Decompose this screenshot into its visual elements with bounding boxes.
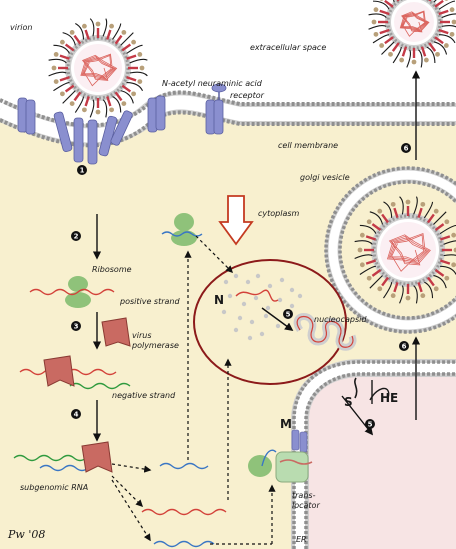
genomic-rna — [235, 289, 279, 302]
virion — [368, 0, 456, 68]
svg-text:1: 1 — [80, 167, 85, 175]
positive-strand-label: positive strand — [119, 297, 180, 306]
receptor-label: receptor — [230, 91, 265, 100]
nucleocapsid — [293, 313, 357, 351]
artist-signature: Pw '08 — [7, 528, 45, 541]
step-arrow — [261, 307, 294, 331]
er-label: ER — [296, 535, 307, 544]
ribosome — [65, 276, 91, 308]
step-badge: 5 — [365, 419, 375, 429]
virus-polymerase — [101, 317, 131, 347]
golgi-vesicle-virion — [354, 196, 456, 304]
cytoplasm-label: cytoplasm — [258, 209, 300, 218]
negative-strand-rna — [69, 382, 131, 390]
translocator-label-2: locator — [292, 501, 320, 510]
virus-polymerase — [43, 355, 75, 387]
receptor-protein — [205, 83, 227, 135]
svg-text:3: 3 — [74, 323, 79, 331]
svg-text:6: 6 — [404, 145, 409, 153]
he-protein — [369, 380, 390, 404]
ribosome-label: Ribosome — [92, 265, 132, 274]
step-badge: 4 — [71, 409, 81, 419]
n-protein-cloud — [221, 273, 303, 341]
m-protein-label: M — [280, 417, 292, 431]
s-protein — [354, 377, 358, 399]
step-badge: 3 — [71, 321, 81, 331]
receptor-protein — [147, 95, 166, 133]
svg-text:4: 4 — [74, 411, 79, 419]
golgi-vesicle-label: golgi vesicle — [300, 173, 350, 182]
virus-polymerase-label-2: polymerase — [131, 341, 179, 350]
neuraminic-acid-label: N-acetyl neuraminic acid — [162, 79, 263, 88]
svg-text:5: 5 — [286, 311, 291, 319]
step-badge: 6 — [399, 341, 409, 351]
step-badge: 1 — [77, 165, 87, 175]
positive-strand-rna — [29, 288, 115, 296]
genomic-rna-copy — [141, 508, 227, 516]
highlight-circle — [193, 259, 347, 385]
translocator-label: trans- — [292, 491, 316, 500]
cell-membrane-label: cell membrane — [278, 141, 338, 150]
step-badge: 5 — [283, 309, 293, 319]
subgenomic-rna — [39, 464, 89, 472]
subgenomic-rna — [153, 540, 215, 548]
svg-text:2: 2 — [74, 233, 79, 241]
m-protein — [291, 429, 308, 453]
highlight-arrow — [218, 195, 254, 246]
extracellular-space-label: extracellular space — [250, 43, 326, 52]
svg-text:5: 5 — [368, 421, 373, 429]
subgenomic-rna — [159, 462, 209, 470]
virion-label: virion — [10, 23, 32, 32]
step-badge: 2 — [71, 231, 81, 241]
dashed-arrows — [111, 235, 276, 545]
he-protein-label: HE — [380, 391, 398, 405]
step-badge: 6 — [401, 143, 411, 153]
receptor-protein — [17, 97, 36, 135]
endoplasmic-reticulum — [291, 359, 456, 549]
nucleocapsid-label: nucleocapsid — [314, 315, 367, 324]
n-protein-label: N — [214, 293, 224, 307]
subgenomic-rna — [161, 231, 203, 237]
ribosome — [171, 213, 197, 246]
virus-polymerase — [81, 441, 113, 473]
virion — [48, 18, 148, 118]
svg-text:6: 6 — [402, 343, 407, 351]
s-protein-label: S — [344, 395, 353, 409]
translocator-ribosome — [248, 449, 313, 483]
virus-polymerase-label: virus — [132, 331, 151, 340]
negative-strand-label: negative strand — [112, 391, 176, 400]
subgenomic-rna-label: subgenomic RNA — [20, 483, 88, 492]
bound-receptor-cluster — [53, 110, 133, 165]
